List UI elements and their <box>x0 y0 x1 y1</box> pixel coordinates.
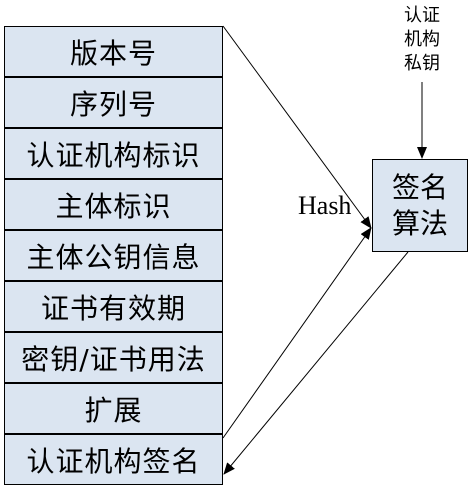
ca-private-key-label: 认证 机构 私钥 <box>400 4 444 76</box>
ca-key-line1: 认证 <box>404 5 440 26</box>
field-ca-identifier: 认证机构标识 <box>4 128 223 179</box>
ca-key-line3: 私钥 <box>404 53 440 74</box>
arrow-from-extensions-to-algorithm <box>222 227 372 439</box>
algorithm-label-line2: 算法 <box>391 206 448 240</box>
field-ca-signature: 认证机构签名 <box>4 434 223 485</box>
arrow-from-algorithm-to-ca-signature <box>223 251 409 475</box>
field-subject-identifier: 主体标识 <box>4 179 223 230</box>
hash-label: Hash <box>298 191 352 220</box>
signature-algorithm-box: 签名 算法 <box>372 159 468 252</box>
field-key-usage: 密钥/证书用法 <box>4 332 223 383</box>
field-validity-period: 证书有效期 <box>4 281 223 332</box>
field-serial-number: 序列号 <box>4 77 223 128</box>
algorithm-label-line1: 签名 <box>391 170 448 204</box>
ca-key-line2: 机构 <box>404 29 440 50</box>
field-version: 版本号 <box>4 26 223 77</box>
field-subject-public-key: 主体公钥信息 <box>4 230 223 281</box>
arrow-from-version-to-algorithm <box>222 25 372 229</box>
field-extensions: 扩展 <box>4 383 223 434</box>
